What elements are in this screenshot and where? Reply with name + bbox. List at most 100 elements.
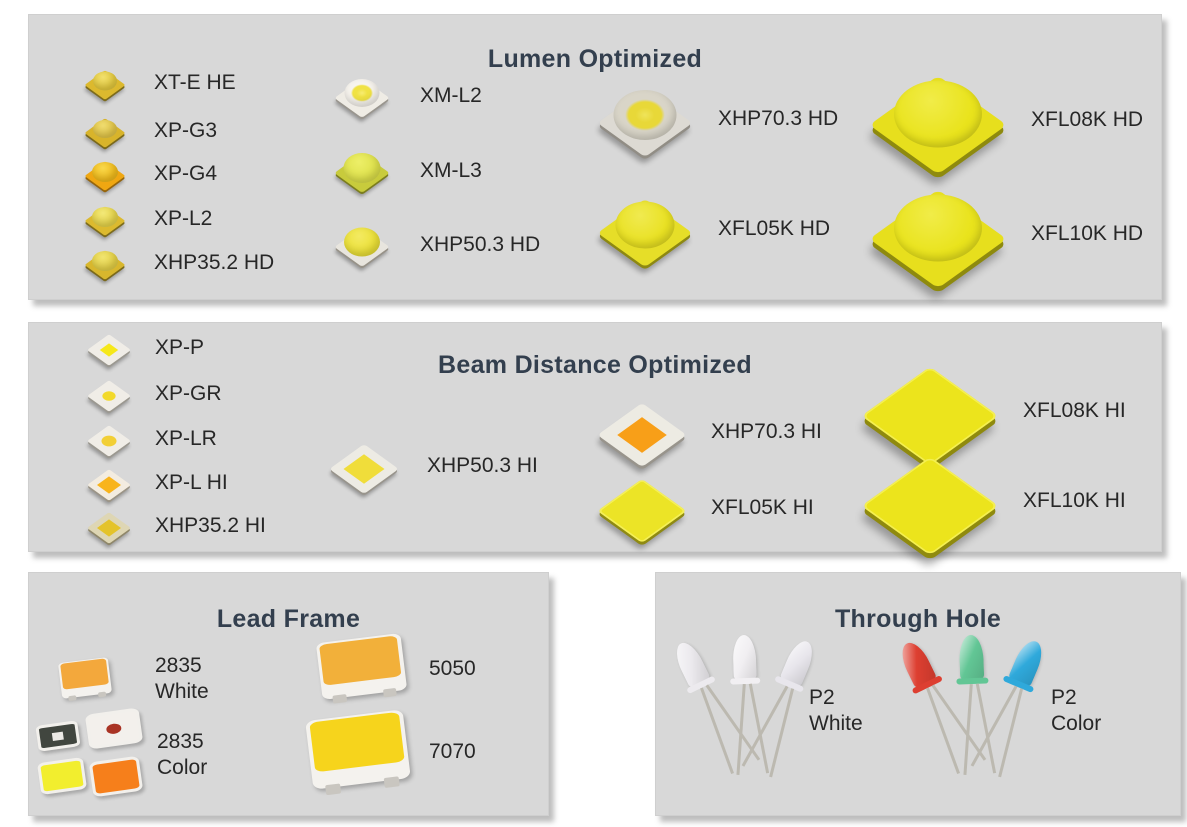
led-label-line2: White: [155, 680, 209, 704]
led-item-xp-g3: XP-G3: [84, 115, 218, 148]
led-image-xfl10k-hd-icon: [869, 183, 1007, 289]
led-image-xp-lr-icon: [87, 422, 131, 457]
led-label-xfl05k-hd: XFL05K HD: [718, 216, 831, 240]
led-label-line1: P2: [809, 685, 835, 709]
led-label-p2-white: P2 White: [809, 685, 863, 738]
led-item-p2-color: P2 Color: [895, 634, 1101, 787]
led-label-xhp70-3-hd: XHP70.3 HD: [718, 106, 839, 130]
panel-lumen-optimized: Lumen Optimized XT-E HE XP-G3 XP-G4 XP-L…: [28, 14, 1162, 300]
led-item-xp-gr: XP-GR: [87, 377, 222, 412]
led-image-xt-e-he-icon: [84, 67, 126, 100]
led-label-xhp70-3-hi: XHP70.3 HI: [711, 419, 822, 443]
led-item-xp-l-hi: XP-L HI: [87, 466, 228, 501]
led-label-p2-color: P2 Color: [1051, 685, 1101, 738]
led-item-7070: 7070: [305, 708, 476, 795]
led-image-xp-g4-icon: [84, 158, 126, 191]
led-label-5050: 5050: [429, 656, 476, 680]
led-item-xfl10k-hi: XFL10K HI: [861, 453, 1126, 556]
led-item-xm-l2: XM-L2: [334, 74, 482, 119]
led-image-5050-icon: [315, 633, 407, 705]
led-label-xp-gr: XP-GR: [155, 381, 222, 405]
led-label-xm-l2: XM-L2: [420, 83, 482, 107]
led-image-2835-white-icon: [58, 657, 112, 702]
led-label-xp-lr: XP-LR: [155, 426, 217, 450]
led-item-xt-e-he: XT-E HE: [84, 67, 236, 100]
led-item-xp-g4: XP-G4: [84, 158, 217, 191]
led-label-line2: White: [809, 712, 863, 735]
led-image-p2-color-icon: [895, 634, 1048, 787]
panel-beam-distance-optimized: Beam Distance Optimized XP-P XP-GR XP-LR…: [28, 322, 1162, 556]
panel-title-lumen-optimized: Lumen Optimized: [487, 44, 703, 73]
panel-title-lead-frame: Lead Frame: [216, 604, 361, 633]
panel-lead-frame: Lead Frame 2835 White 2835 Color 5050 70…: [28, 572, 549, 816]
led-image-xp-l-hi-icon: [87, 466, 131, 501]
led-image-xp-g3-icon: [84, 115, 126, 148]
led-image-xfl08k-hd-icon: [869, 69, 1007, 175]
led-image-xfl05k-hi-icon: [597, 475, 687, 544]
led-item-xfl05k-hd: XFL05K HD: [597, 192, 831, 267]
led-item-xp-lr: XP-LR: [87, 422, 217, 457]
led-item-xhp70-3-hi: XHP70.3 HI: [597, 399, 822, 468]
led-item-5050: 5050: [315, 633, 476, 705]
led-label-7070: 7070: [429, 739, 476, 763]
led-image-xhp50-3-hi-icon: [329, 440, 399, 494]
led-item-xfl08k-hd: XFL08K HD: [869, 69, 1144, 175]
led-image-2835-color-icon: [35, 707, 144, 799]
led-label-xp-p: XP-P: [155, 335, 205, 359]
led-label-xfl08k-hi: XFL08K HI: [1023, 398, 1126, 422]
led-image-xhp35-2-hd-icon: [84, 247, 126, 280]
led-item-xp-l2: XP-L2: [84, 203, 213, 236]
led-label-xfl05k-hi: XFL05K HI: [711, 495, 814, 519]
led-image-xfl08k-hi-icon: [861, 363, 999, 466]
led-image-xhp50-3-hd-icon: [334, 223, 390, 268]
led-label-line2: Color: [157, 756, 208, 779]
led-item-xhp70-3-hd: XHP70.3 HD: [597, 82, 839, 157]
led-label-line1: P2: [1051, 685, 1077, 709]
led-item-xhp35-2-hi: XHP35.2 HI: [87, 509, 266, 544]
led-label-xhp50-3-hi: XHP50.3 HI: [427, 453, 538, 477]
led-image-xp-l2-icon: [84, 203, 126, 236]
led-image-7070-icon: [305, 708, 411, 795]
led-image-xm-l3-icon: [334, 149, 390, 194]
led-label-xp-l-hi: XP-L HI: [155, 470, 228, 494]
led-item-xm-l3: XM-L3: [334, 149, 482, 194]
led-image-xp-p-icon: [87, 331, 131, 366]
led-image-xhp70-3-hd-icon: [597, 82, 692, 157]
led-label-line2: Color: [1051, 712, 1102, 735]
led-label-line1: 2835: [155, 654, 202, 677]
led-item-xfl08k-hi: XFL08K HI: [861, 363, 1126, 466]
led-label-xfl08k-hd: XFL08K HD: [1031, 107, 1144, 131]
led-label-xhp35-2-hd: XHP35.2 HD: [154, 250, 275, 274]
led-image-xm-l2-icon: [334, 74, 390, 119]
led-item-xhp50-3-hd: XHP50.3 HD: [334, 223, 541, 268]
led-image-xhp35-2-hi-icon: [87, 509, 131, 544]
panel-title-through-hole: Through Hole: [834, 604, 1002, 633]
led-image-xp-gr-icon: [87, 377, 131, 412]
led-label-line1: 2835: [157, 729, 204, 753]
led-image-xfl05k-hd-icon: [597, 192, 692, 267]
led-item-p2-white: P2 White: [670, 634, 863, 787]
panel-through-hole: Through Hole P2 White P2 Color: [655, 572, 1181, 816]
led-label-xp-l2: XP-L2: [154, 206, 213, 230]
led-label-xhp35-2-hi: XHP35.2 HI: [155, 513, 266, 537]
panel-title-beam-distance-optimized: Beam Distance Optimized: [438, 350, 752, 379]
led-item-xfl10k-hd: XFL10K HD: [869, 183, 1144, 289]
led-item-2835-white: 2835 White: [58, 653, 209, 706]
led-item-xhp50-3-hi: XHP50.3 HI: [329, 440, 538, 494]
led-item-xfl05k-hi: XFL05K HI: [597, 475, 814, 544]
led-label-xfl10k-hi: XFL10K HI: [1023, 488, 1126, 512]
led-item-xhp35-2-hd: XHP35.2 HD: [84, 247, 275, 280]
led-image-xfl10k-hi-icon: [861, 453, 999, 556]
led-label-xfl10k-hd: XFL10K HD: [1031, 221, 1144, 245]
led-label-xm-l3: XM-L3: [420, 158, 482, 182]
led-label-xhp50-3-hd: XHP50.3 HD: [420, 232, 541, 256]
led-label-2835-white: 2835 White: [155, 653, 209, 706]
led-label-xp-g3: XP-G3: [154, 118, 218, 142]
led-image-p2-white-icon: [670, 634, 819, 787]
led-label-xt-e-he: XT-E HE: [154, 70, 236, 94]
led-label-2835-color: 2835 Color: [157, 729, 207, 782]
led-image-xhp70-3-hi-icon: [597, 399, 687, 468]
led-item-2835-color: 2835 Color: [35, 707, 207, 799]
led-item-xp-p: XP-P: [87, 331, 205, 366]
